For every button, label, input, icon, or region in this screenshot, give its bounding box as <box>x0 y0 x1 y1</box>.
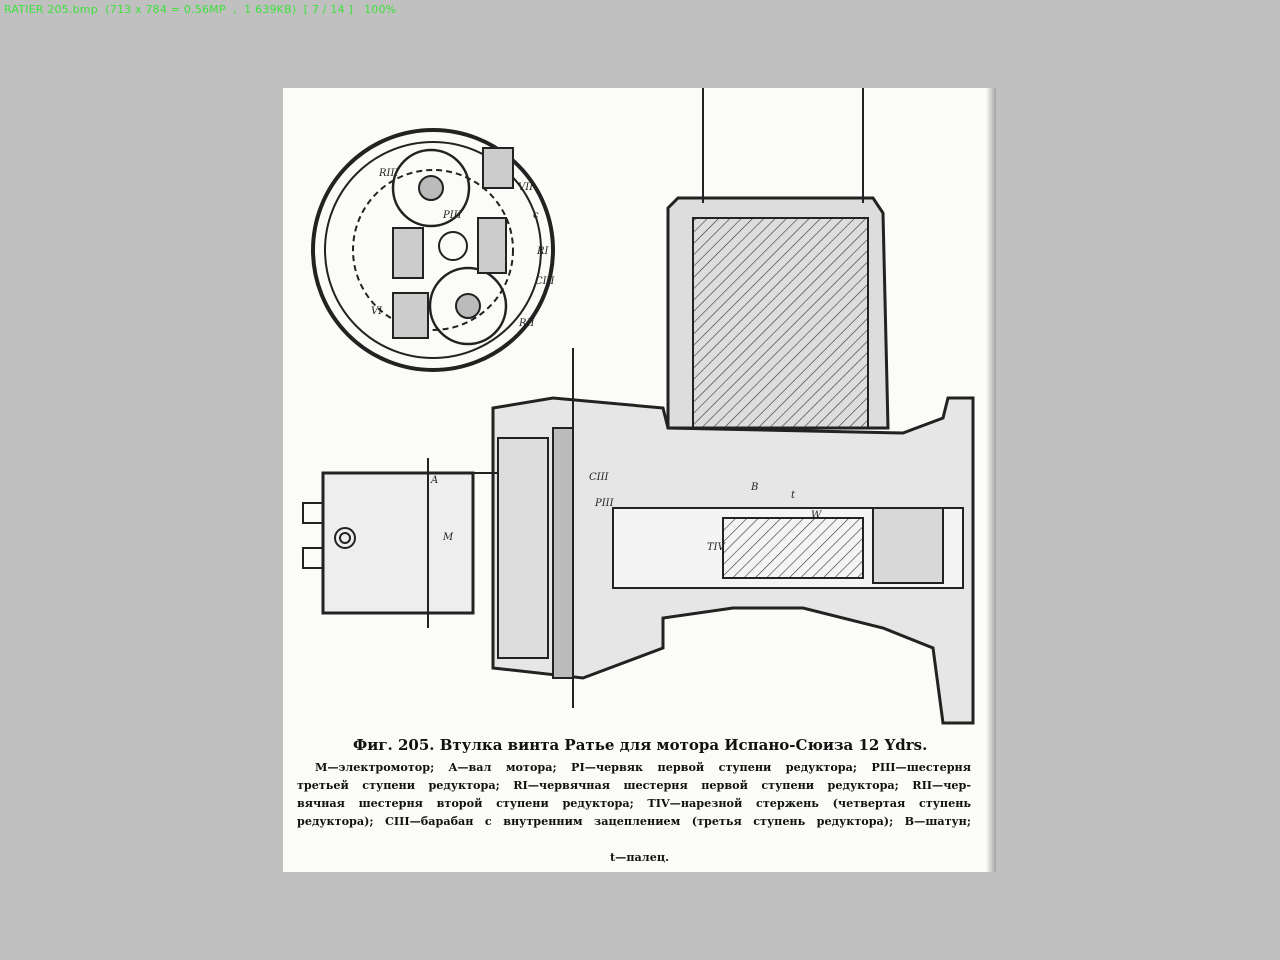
drawing-label-ri: RI <box>536 246 550 257</box>
drawing-label-m: M <box>442 532 454 543</box>
figure-caption-title: Фиг. 205. Втулка винта Ратье для мотора … <box>353 736 928 754</box>
caption-line: t—палец. <box>610 850 669 864</box>
end-view-outer-ring <box>311 128 555 372</box>
caption-line: M—электромотор; A—вал мотора; PI—червяк … <box>315 760 971 774</box>
caption-line: третьей ступени редуктора; RI—червячная … <box>297 778 971 792</box>
drawing-label-w: W <box>811 510 822 521</box>
drawing-label-ciii-section: CIII <box>589 472 610 483</box>
caption-line: вячная шестерня второй ступени редуктора… <box>297 796 971 810</box>
drawing-label-c: c <box>533 210 539 221</box>
gear-lower <box>428 266 508 346</box>
drawing-label-b: B <box>750 482 758 493</box>
drawing-label-vii: VII <box>518 182 534 193</box>
drawing-label-tiv: TIV <box>707 542 727 553</box>
gear-upper <box>391 148 471 228</box>
drawing-label-piii-section: PIII <box>594 498 615 509</box>
scanned-page-image: M A RIII PIII VII c RI CIII VI RII CIII … <box>283 88 996 872</box>
viewer-status-bar: RATIER 205.bmp (713 x 784 = 0.56MP , 1 6… <box>4 3 397 16</box>
drawing-label-ciii: CIII <box>535 276 556 287</box>
drawing-label-rii: RII <box>518 318 535 329</box>
drawing-label-t: t <box>791 490 796 501</box>
drawing-label-vi: VI <box>371 306 383 317</box>
drawing-label-riii: RIII <box>378 168 399 179</box>
technical-drawing: M A RIII PIII VII c RI CIII VI RII CIII … <box>302 88 975 725</box>
drawing-label-piii: PIII <box>442 210 463 221</box>
drawing-label-a: A <box>430 475 438 486</box>
caption-line: редуктора); CIII—барабан с внутренним за… <box>297 814 971 828</box>
